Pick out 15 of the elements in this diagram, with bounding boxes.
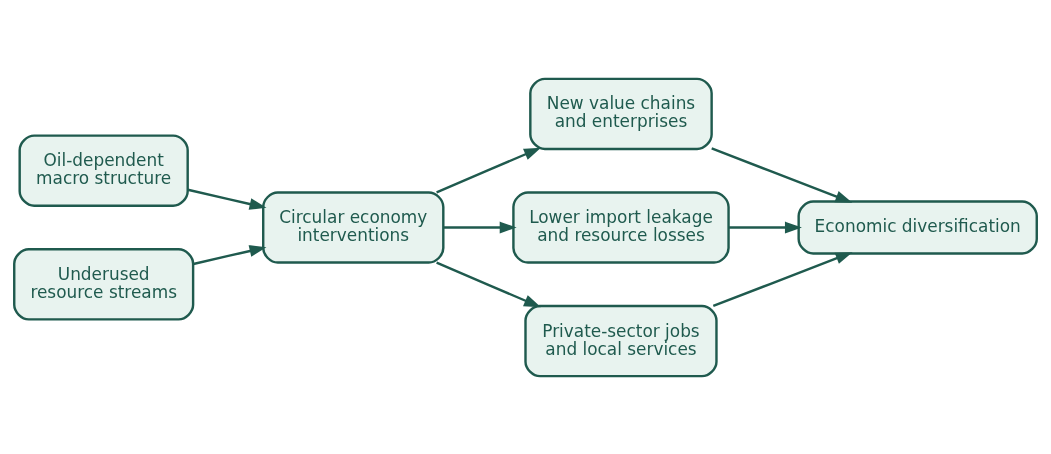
arrow	[443, 221, 517, 233]
arrow	[193, 244, 267, 265]
arrow	[728, 221, 802, 233]
node-box: New value chains and enterprises	[529, 77, 713, 150]
node-box: Underused resource streams	[13, 247, 195, 321]
node-box: Circular economy interventions	[262, 190, 445, 264]
arrow	[187, 188, 267, 210]
node-box: Economic diversification	[797, 199, 1038, 255]
node-box: Private-sector jobs and local services	[524, 304, 718, 377]
arrow	[712, 251, 853, 307]
arrow	[711, 146, 853, 203]
arrow	[436, 147, 541, 193]
node-box: Oil-dependent macro structure	[18, 133, 189, 207]
node-box: Lower import leakage and resource losses	[512, 190, 730, 264]
arrow	[436, 261, 541, 307]
